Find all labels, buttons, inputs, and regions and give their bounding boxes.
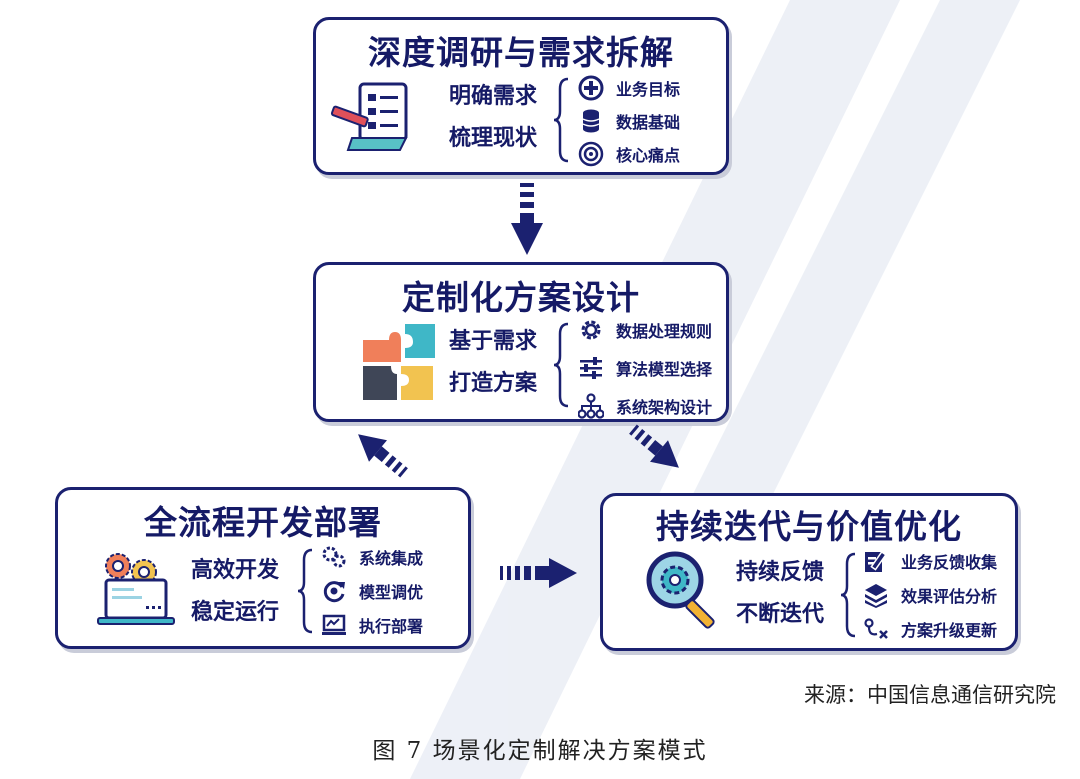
design-box: 定制化方案设计 基于需求 打造方案 数据处理规则 算法模型选择 系统架构设计 [313, 262, 729, 422]
left-line: 梳理现状 [449, 118, 537, 160]
source-note: 来源：中国信息通信研究院 [804, 679, 1056, 709]
monitor-icon [321, 612, 347, 638]
box-title: 全流程开发部署 [58, 496, 468, 544]
database-icon [578, 108, 604, 134]
arrow-right [500, 557, 578, 589]
left-line: 持续反馈 [736, 552, 824, 594]
list-item: 数据处理规则 [578, 311, 712, 349]
list-item: 系统集成 [321, 540, 423, 574]
left-line: 基于需求 [449, 321, 537, 363]
item-label: 数据基础 [616, 109, 680, 133]
item-label: 算法模型选择 [616, 356, 712, 380]
target-icon [578, 141, 604, 167]
edit-icon [863, 548, 889, 574]
item-list: 业务反馈收集 效果评估分析 方案升级更新 [863, 544, 997, 646]
item-label: 核心痛点 [616, 142, 680, 166]
left-text: 持续反馈 不断迭代 [736, 552, 824, 636]
arrow-down [509, 183, 545, 257]
item-label: 模型调优 [359, 579, 423, 603]
list-item: 模型调优 [321, 574, 423, 608]
iterate-box: 持续迭代与价值优化 持续反馈 不断迭代 业务反馈收集 效果评估分析 方案升级更新 [600, 493, 1018, 651]
list-item: 方案升级更新 [863, 612, 997, 646]
item-label: 效果评估分析 [901, 583, 997, 607]
brace [552, 322, 572, 408]
left-text: 基于需求 打造方案 [449, 321, 537, 405]
arrow-down-right [623, 420, 695, 482]
list-item: 算法模型选择 [578, 349, 712, 387]
plus-circle-icon [578, 75, 604, 101]
laptop-gears-icon [96, 548, 176, 628]
item-label: 系统集成 [359, 545, 423, 569]
list-item: 业务反馈收集 [863, 544, 997, 578]
item-label: 执行部署 [359, 613, 423, 637]
item-label: 数据处理规则 [616, 318, 712, 342]
gears-icon [321, 544, 347, 570]
left-line: 不断迭代 [736, 594, 824, 636]
left-line: 打造方案 [449, 363, 537, 405]
brace [296, 548, 316, 634]
layers-icon [863, 582, 889, 608]
item-list: 数据处理规则 算法模型选择 系统架构设计 [578, 311, 712, 425]
arrow-down-left [342, 420, 414, 482]
item-label: 系统架构设计 [616, 394, 712, 418]
brace [552, 77, 572, 163]
list-item: 执行部署 [321, 608, 423, 642]
left-line: 稳定运行 [191, 592, 279, 634]
left-line: 高效开发 [191, 550, 279, 592]
puzzle-icon [359, 320, 439, 404]
left-line: 明确需求 [449, 76, 537, 118]
hierarchy-icon [578, 393, 604, 419]
sliders-icon [578, 355, 604, 381]
list-item: 核心痛点 [578, 137, 680, 170]
box-title: 深度调研与需求拆解 [316, 26, 726, 74]
list-item: 效果评估分析 [863, 578, 997, 612]
list-item: 数据基础 [578, 104, 680, 137]
left-text: 明确需求 梳理现状 [449, 76, 537, 160]
item-list: 系统集成 模型调优 执行部署 [321, 540, 423, 642]
magnifier-gear-icon [643, 548, 729, 634]
item-list: 业务目标 数据基础 核心痛点 [578, 71, 680, 170]
item-label: 业务反馈收集 [901, 549, 997, 573]
brace [839, 552, 859, 638]
research-box: 深度调研与需求拆解 明确需求 梳理现状 业务目标 数据基础 核心痛点 [313, 17, 729, 175]
figure-caption: 图 7 场景化定制解决方案模式 [0, 731, 1080, 765]
deploy-box: 全流程开发部署 高效开发 稳定运行 系统集成 模型调优 执行部署 [55, 487, 471, 649]
box-title: 持续迭代与价值优化 [603, 500, 1015, 548]
path-icon [863, 616, 889, 642]
refresh-icon [321, 578, 347, 604]
item-label: 业务目标 [616, 76, 680, 100]
gear-icon [578, 317, 604, 343]
left-text: 高效开发 稳定运行 [191, 550, 279, 634]
document-pen-icon [330, 82, 412, 152]
list-item: 业务目标 [578, 71, 680, 104]
item-label: 方案升级更新 [901, 617, 997, 641]
